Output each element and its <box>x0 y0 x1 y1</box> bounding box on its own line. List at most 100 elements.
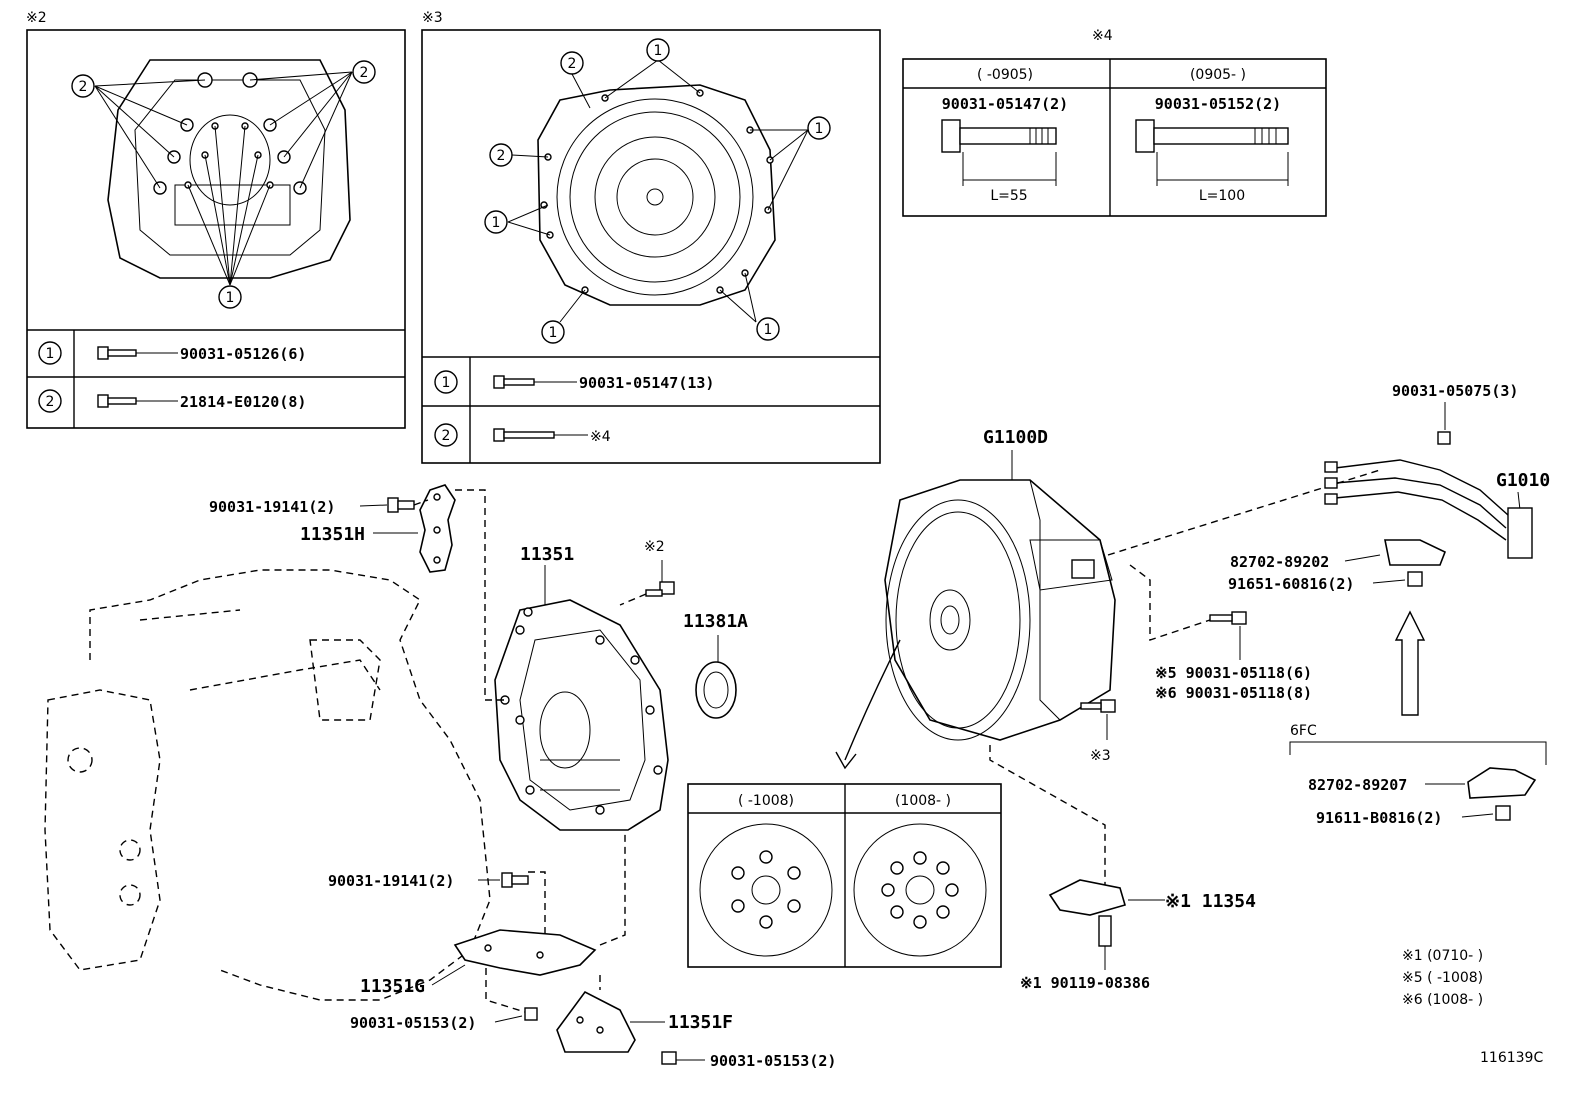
inset-3-mark: ※3 <box>422 10 443 26</box>
callout-1-icon <box>756 317 780 341</box>
flywheel-variant-table: ( -1008) (1008- ) <box>687 783 1002 968</box>
inset-2-leaders <box>94 71 353 286</box>
callout-1-icon <box>541 320 565 344</box>
callout-2-icon <box>489 143 513 167</box>
bolt-icon <box>1209 611 1247 625</box>
row-num: 1 <box>442 375 451 391</box>
flywheel-hub-6-bolt <box>699 823 833 957</box>
label-mark3-bolt: ※3 <box>1090 748 1111 764</box>
row-num-icon <box>434 423 458 447</box>
note-6: ※6 (1008- ) <box>1402 992 1483 1008</box>
inset-2: ※2 2 2 <box>26 10 406 429</box>
label-mark2-bolt: ※2 <box>644 539 665 555</box>
note-5: ※5 ( -1008) <box>1402 970 1483 986</box>
cover-11354 <box>1048 879 1126 916</box>
row-num-icon <box>38 389 62 413</box>
label-G1100D: G1100D <box>983 427 1048 448</box>
inset-3: ※3 1 2 <box>421 10 881 464</box>
bolt-icon <box>661 1051 677 1065</box>
row-num-icon <box>38 341 62 365</box>
label-11381A: 11381A <box>683 611 748 632</box>
col1-length: L=55 <box>990 188 1027 204</box>
row-num: 2 <box>442 428 451 444</box>
label-11351G: 11351G <box>360 976 425 997</box>
inset-3-leaders <box>507 59 809 323</box>
bolt-icon <box>1080 699 1116 713</box>
label-90031-05153-a: 90031-05153(2) <box>350 1014 476 1032</box>
bell-housing-rear-view <box>107 59 351 279</box>
label-11351H: 11351H <box>300 524 365 545</box>
bolt-icon <box>387 497 415 513</box>
callout-1-icon <box>646 38 670 62</box>
label-91651-60816: 91651-60816(2) <box>1228 575 1354 593</box>
callout-2-icon <box>71 74 95 98</box>
label-90031-19141-bot: 90031-19141(2) <box>328 872 454 890</box>
figure-id: 116139C <box>1480 1050 1543 1066</box>
label-90031-05118-a: ※5 90031-05118(6) <box>1155 664 1312 682</box>
converter-housing-view <box>537 84 776 306</box>
callout-2-icon <box>352 60 376 84</box>
svg-text:2: 2 <box>497 148 506 164</box>
label-6FC: 6FC <box>1290 723 1317 739</box>
svg-text:1: 1 <box>492 215 501 231</box>
bolt-icon <box>645 581 675 597</box>
row-part-number: 21814-E0120(8) <box>180 393 306 411</box>
bolt-icon <box>1407 571 1423 587</box>
svg-text:1: 1 <box>226 290 235 306</box>
label-90119-08386: ※1 90119-08386 <box>1020 974 1150 992</box>
cable-G1010 <box>1324 459 1533 559</box>
up-arrow-icon <box>1394 610 1426 716</box>
col2-part-number: 90031-05152(2) <box>1155 95 1281 113</box>
col1-range: ( -0905) <box>977 67 1033 83</box>
row-num-icon <box>434 370 458 394</box>
row-part-number: 90031-05126(6) <box>180 345 306 363</box>
bolt-icon <box>1495 805 1511 821</box>
callout-1-icon <box>807 116 831 140</box>
svg-text:1: 1 <box>764 322 773 338</box>
callout-1-icon <box>484 210 508 234</box>
bracket-11351G <box>453 929 597 976</box>
callout-2-icon <box>560 51 584 75</box>
row-part-ref: ※4 <box>590 429 611 445</box>
label-11351F: 11351F <box>668 1012 733 1033</box>
callout-1-icon <box>218 285 242 309</box>
col2-length: L=100 <box>1199 188 1245 204</box>
short-bolt-icon <box>941 119 1057 186</box>
svg-text:1: 1 <box>654 43 663 59</box>
label-90031-19141-top: 90031-19141(2) <box>209 498 335 516</box>
inset-4: ※4 ( -0905) (0905- ) 90031-05147(2) 9003… <box>902 28 1327 217</box>
bolt-icon <box>524 1007 538 1021</box>
svg-text:1: 1 <box>549 325 558 341</box>
motor-generator-G1100D <box>884 479 1116 741</box>
flywheel-col1-range: ( -1008) <box>738 793 794 809</box>
flywheel-housing-11351 <box>494 599 669 831</box>
bolt-icon <box>1098 915 1112 947</box>
label-82702-89207: 82702-89207 <box>1308 776 1407 794</box>
row-num: 2 <box>46 394 55 410</box>
bolt-icon <box>1437 431 1451 445</box>
label-90031-05153-b: 90031-05153(2) <box>710 1052 836 1070</box>
inset-2-mark: ※2 <box>26 10 47 26</box>
oil-seal-11381A <box>695 661 737 719</box>
svg-text:2: 2 <box>79 79 88 95</box>
engine-block-phantom <box>44 569 491 1001</box>
flywheel-col2-range: (1008- ) <box>895 793 951 809</box>
clamp-82702-89202 <box>1384 539 1447 566</box>
label-90031-05075: 90031-05075(3) <box>1392 382 1518 400</box>
col1-part-number: 90031-05147(2) <box>942 95 1068 113</box>
bolt-icon <box>501 872 529 888</box>
bracket-11351H <box>419 484 456 573</box>
row-part-number: 90031-05147(13) <box>579 374 714 392</box>
row-num: 1 <box>46 346 55 362</box>
svg-text:2: 2 <box>568 56 577 72</box>
inset-4-mark: ※4 <box>1092 28 1113 44</box>
label-82702-89202: 82702-89202 <box>1230 553 1329 571</box>
flywheel-hub-8-bolt <box>853 823 987 957</box>
svg-text:1: 1 <box>815 121 824 137</box>
long-bolt-icon <box>1135 119 1289 186</box>
label-11351: 11351 <box>520 544 574 565</box>
note-1: ※1 (0710- ) <box>1402 948 1483 964</box>
label-11354: ※1 11354 <box>1165 891 1256 912</box>
svg-text:2: 2 <box>360 65 369 81</box>
